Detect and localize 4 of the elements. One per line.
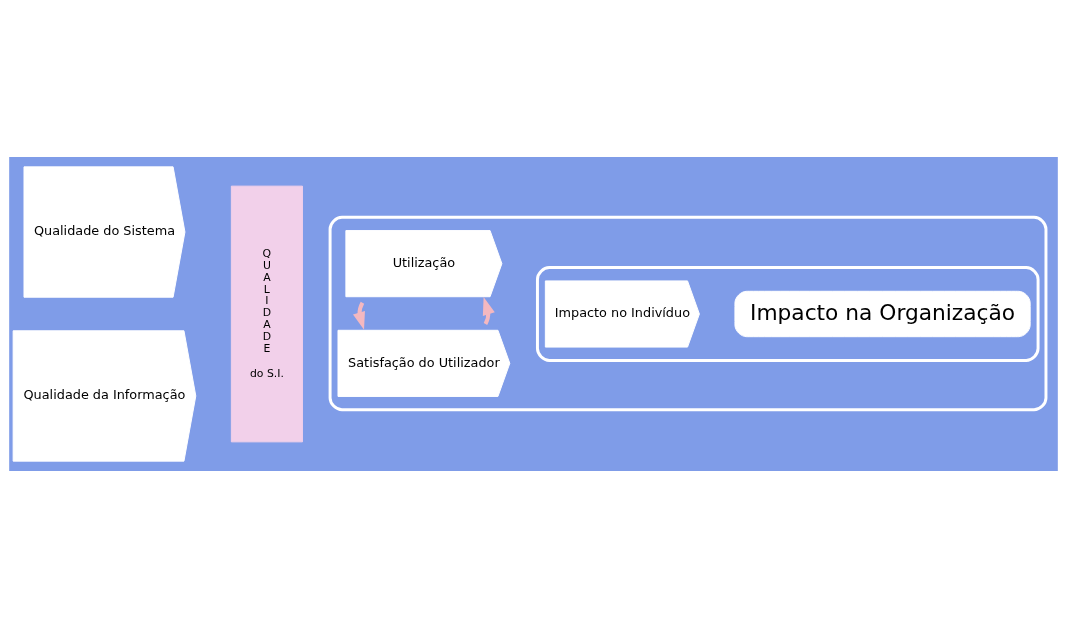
node-box: Q U A L I D A D E do S.I. <box>230 185 303 442</box>
node-box: Impacto na Organização <box>734 290 1031 337</box>
cluster <box>535 265 1040 362</box>
cluster <box>328 215 1048 411</box>
